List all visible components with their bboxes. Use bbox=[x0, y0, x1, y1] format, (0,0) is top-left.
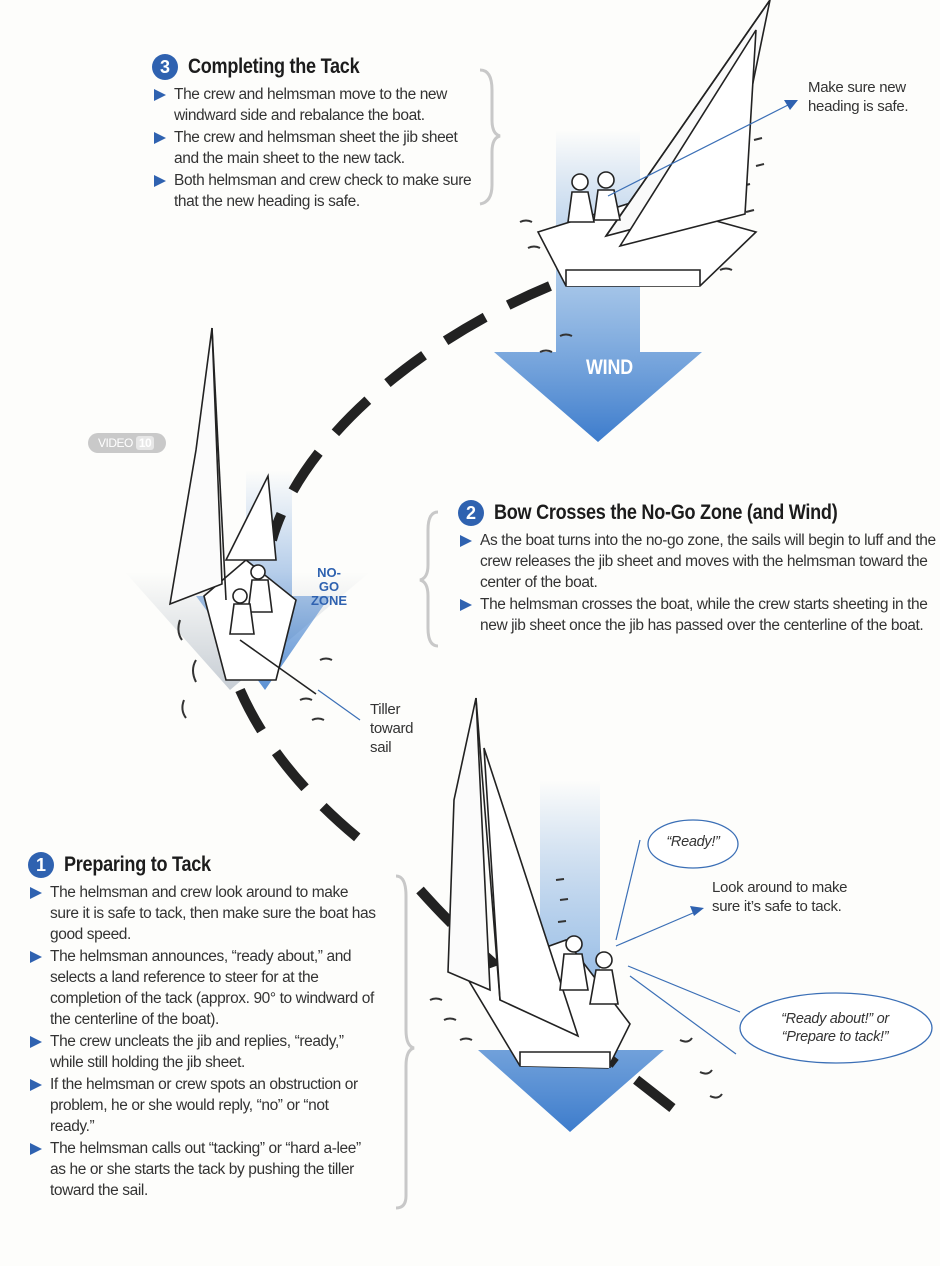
step-title: Preparing to Tack bbox=[64, 853, 211, 876]
step-bullet: The helmsman announces, “ready about,” a… bbox=[28, 946, 376, 1030]
step-bullet: The crew and helmsman sheet the jib shee… bbox=[152, 127, 472, 169]
step-bullet: The helmsman crosses the boat, while the… bbox=[458, 594, 936, 636]
wind-label: WIND bbox=[586, 356, 633, 379]
look-around-label: Look around to make sure it’s safe to ta… bbox=[712, 879, 848, 915]
no-go-zone-label: NO-GO ZONE bbox=[310, 565, 348, 608]
heading-safe-label: Make sure new heading is safe. bbox=[808, 79, 909, 115]
step-bullet: The helmsman calls out “tacking” or “har… bbox=[28, 1138, 376, 1201]
ready-about-speech-label: “Ready about!” or “Prepare to tack!” bbox=[781, 1011, 889, 1045]
speech-ovals bbox=[647, 819, 933, 1064]
tiller-label: Tiller toward sail bbox=[370, 701, 414, 756]
step-3-completing-the-tack: 3 Completing the Tack The crew and helms… bbox=[152, 54, 472, 213]
step-1-preparing-to-tack: 1 Preparing to Tack The helmsman and cre… bbox=[28, 852, 376, 1202]
step-bullet: As the boat turns into the no-go zone, t… bbox=[458, 530, 936, 593]
step-bullet: If the helmsman or crew spots an obstruc… bbox=[28, 1074, 376, 1137]
step-title: Bow Crosses the No-Go Zone (and Wind) bbox=[494, 501, 838, 524]
sailboat-illustration-bottom bbox=[447, 697, 631, 1069]
step-2-bow-crosses-no-go-zone: 2 Bow Crosses the No-Go Zone (and Wind) … bbox=[458, 500, 936, 637]
video-badge[interactable]: VIDEO 10 bbox=[88, 433, 166, 453]
step-bullet: Both helmsman and crew check to make sur… bbox=[152, 170, 472, 212]
step-title: Completing the Tack bbox=[188, 55, 360, 78]
step-bullet: The crew uncleats the jib and replies, “… bbox=[28, 1031, 376, 1073]
sailboat-illustration-middle bbox=[168, 327, 317, 695]
step-bullet: The crew and helmsman move to the new wi… bbox=[152, 84, 472, 126]
brace-lines bbox=[395, 68, 501, 1210]
callout-arrowheads bbox=[690, 100, 798, 916]
step-bullet: The helmsman and crew look around to mak… bbox=[28, 882, 376, 945]
step-bullet-list: The crew and helmsman move to the new wi… bbox=[152, 84, 472, 212]
step-bullet-list: As the boat turns into the no-go zone, t… bbox=[458, 530, 936, 636]
step-number-badge: 2 bbox=[458, 500, 484, 526]
video-number: 10 bbox=[135, 436, 155, 450]
callout-lines bbox=[317, 103, 791, 1055]
step-number-badge: 3 bbox=[152, 54, 178, 80]
video-label: VIDEO bbox=[98, 436, 133, 450]
step-number-badge: 1 bbox=[28, 852, 54, 878]
ready-speech-label: “Ready!” bbox=[666, 834, 720, 850]
sailboat-illustration-top bbox=[536, 0, 771, 287]
step-bullet-list: The helmsman and crew look around to mak… bbox=[28, 882, 376, 1201]
